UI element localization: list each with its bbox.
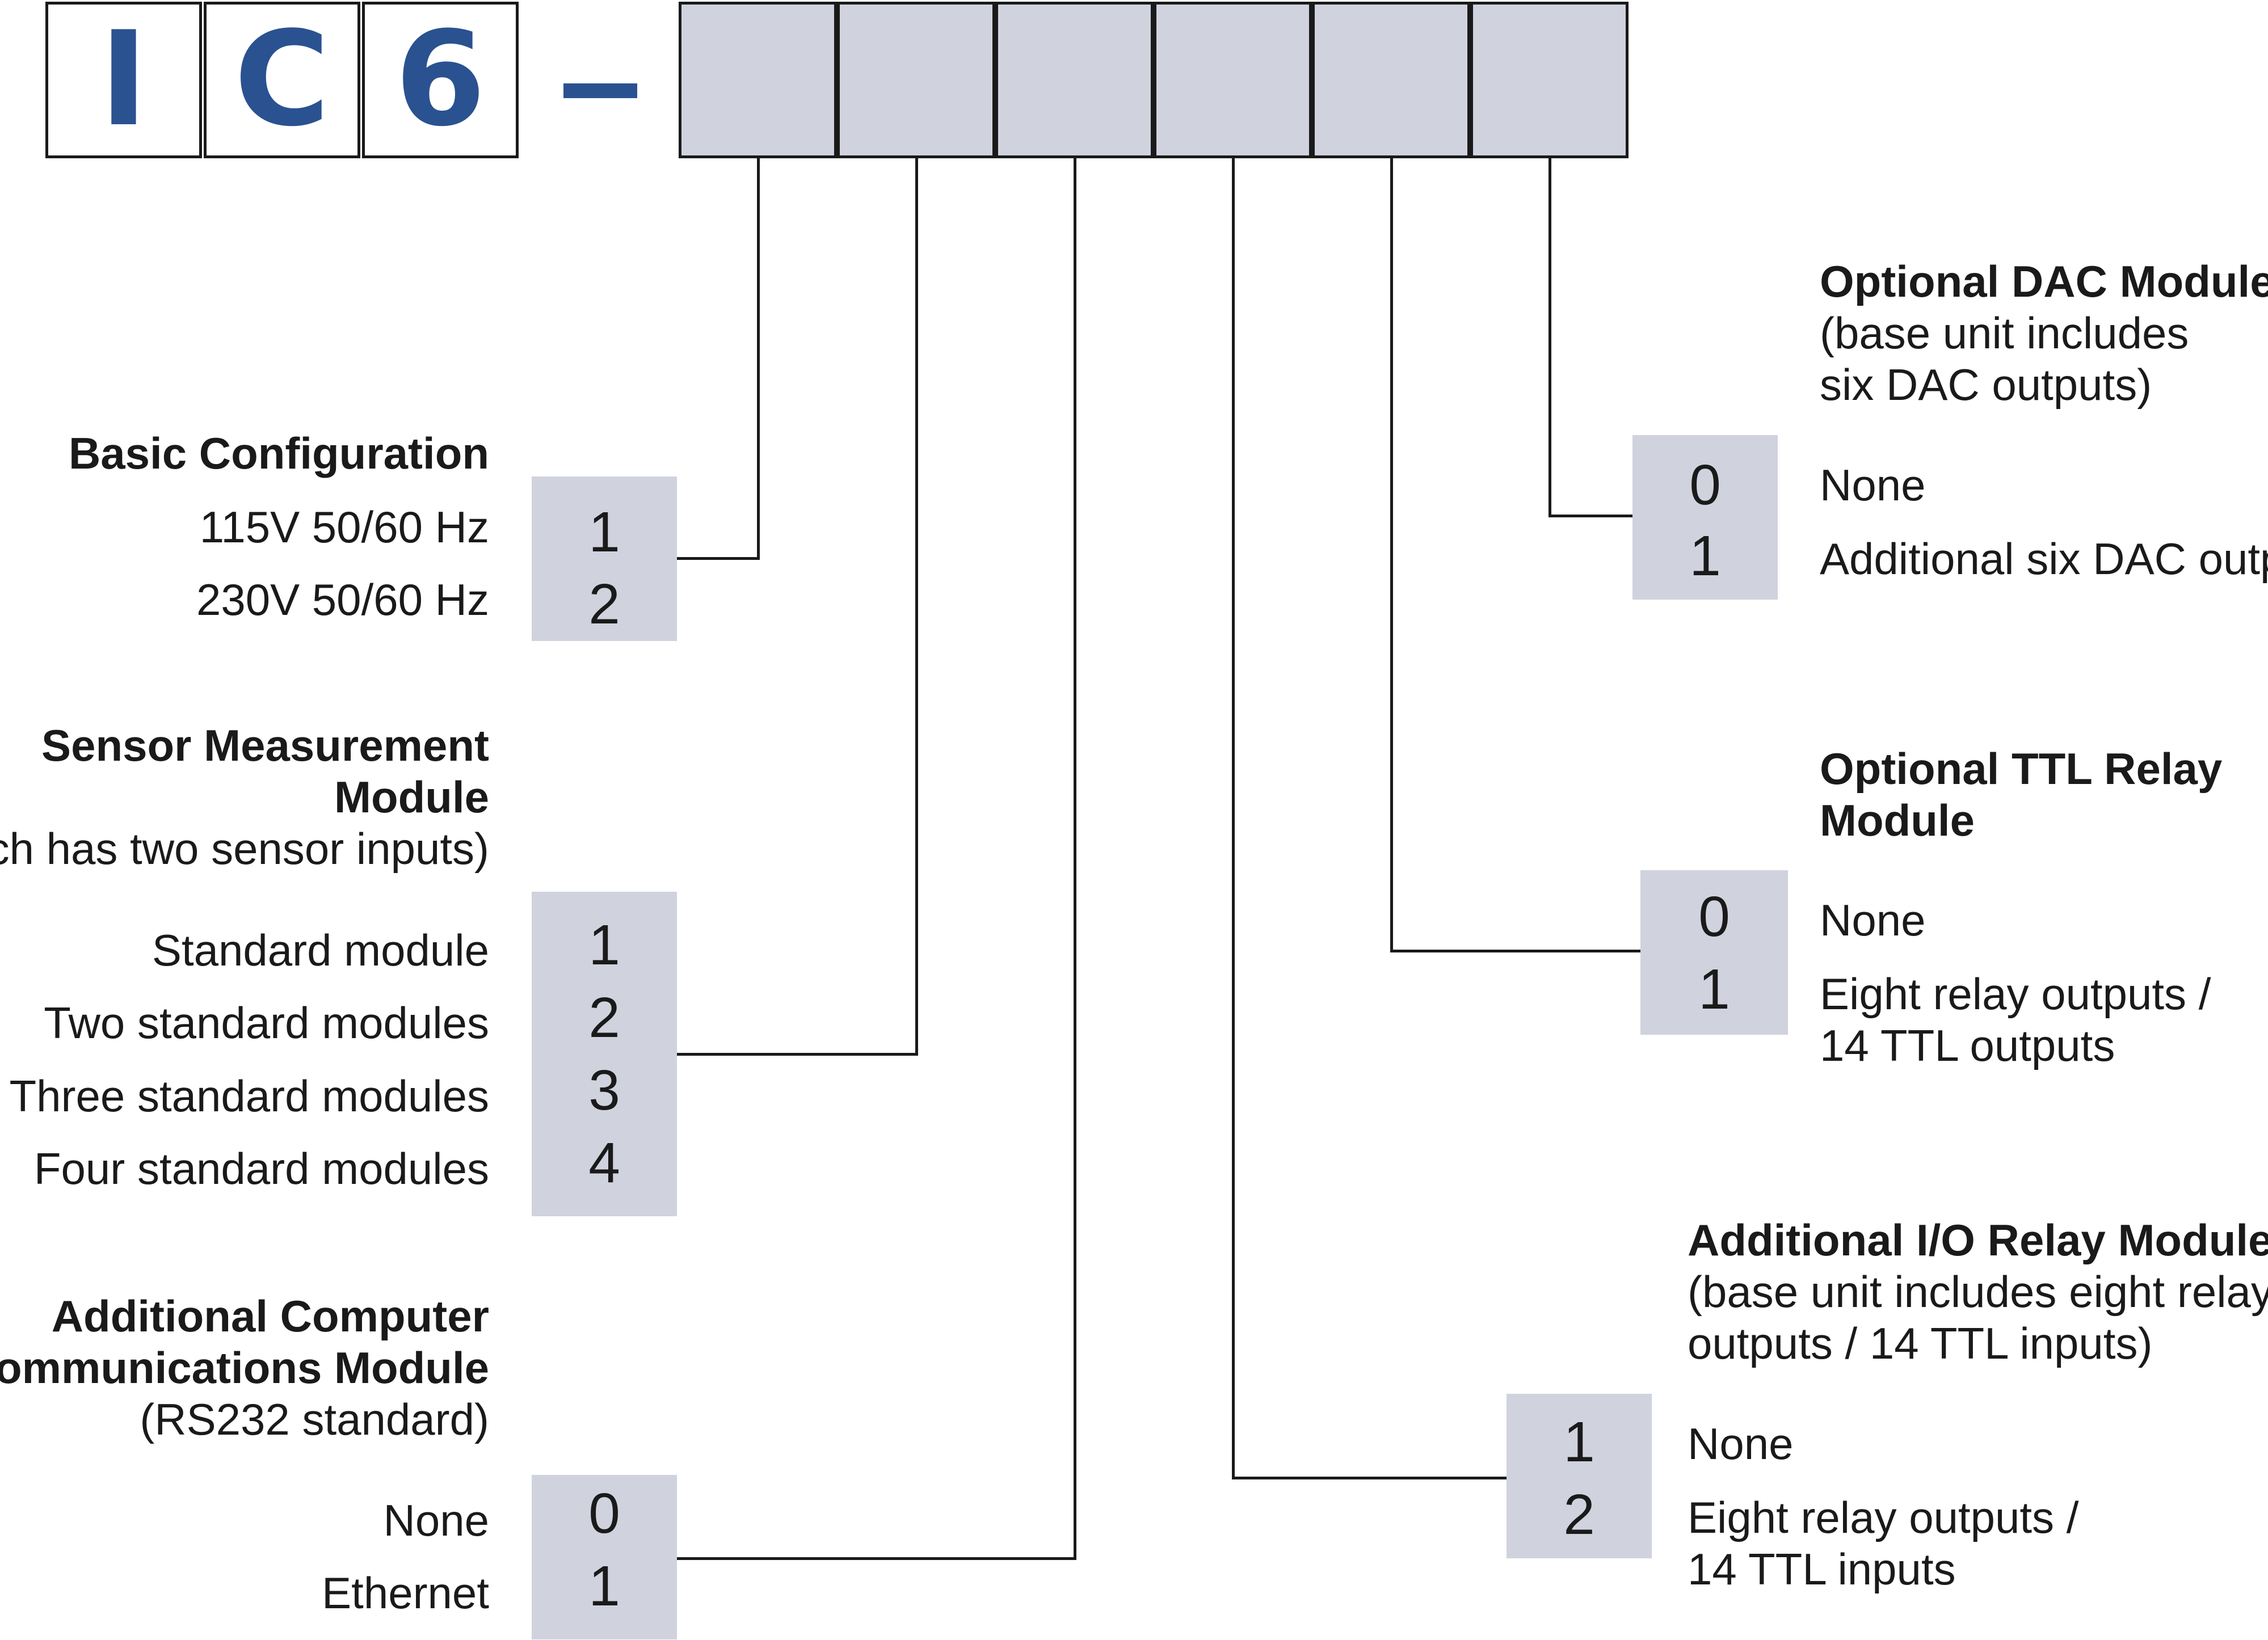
code-slot-io-relay-module bbox=[1154, 2, 1312, 158]
section-title: Communications Module bbox=[0, 1343, 489, 1393]
section-title: Additional Computer bbox=[51, 1291, 489, 1341]
connector-line bbox=[1390, 950, 1640, 952]
connector-line bbox=[1549, 515, 1632, 517]
option-label: Eight relay outputs / bbox=[1820, 969, 2211, 1019]
connector-line bbox=[915, 158, 918, 1056]
connector-line bbox=[677, 1053, 918, 1056]
code-slot-dac-module bbox=[1470, 2, 1629, 158]
section-title: Module bbox=[1820, 795, 1975, 845]
code-slot-basic-configuration bbox=[679, 2, 837, 158]
option-code: 1 bbox=[1563, 1410, 1595, 1474]
option-label: None bbox=[1688, 1419, 1794, 1469]
prefix-box-3: 6 bbox=[362, 2, 519, 158]
option-code: 0 bbox=[1698, 885, 1730, 948]
option-code: 2 bbox=[588, 572, 620, 636]
option-label: 115V 50/60 Hz bbox=[199, 502, 489, 552]
option-label: None bbox=[1820, 460, 1926, 510]
code-box: 0 1 bbox=[1640, 870, 1788, 1035]
connector-line bbox=[757, 158, 760, 560]
code-box: 1 2 bbox=[1507, 1394, 1652, 1558]
section-title: Additional I/O Relay Module bbox=[1688, 1215, 2268, 1265]
prefix-char: C bbox=[234, 4, 330, 155]
section-title: Basic Configuration bbox=[68, 428, 489, 478]
option-label: Ethernet bbox=[322, 1568, 489, 1618]
section-title: Optional TTL Relay bbox=[1820, 744, 2223, 794]
section-title: Module bbox=[334, 772, 489, 822]
option-code: 2 bbox=[588, 986, 620, 1049]
connector-line bbox=[1390, 158, 1393, 952]
code-box: 1 2 3 4 bbox=[532, 892, 677, 1216]
option-label: Standard module bbox=[152, 925, 489, 975]
section-note: outputs / 14 TTL inputs) bbox=[1688, 1318, 2153, 1368]
section-title: Optional DAC Module bbox=[1820, 256, 2268, 306]
option-label: Two standard modules bbox=[44, 998, 489, 1048]
code-box: 0 1 bbox=[1632, 435, 1778, 600]
section-note: six DAC outputs) bbox=[1820, 360, 2152, 410]
section-title: Sensor Measurement bbox=[41, 720, 489, 770]
option-label: 14 TTL outputs bbox=[1820, 1021, 2115, 1070]
code-slot-ttl-relay-module bbox=[1312, 2, 1470, 158]
code-box: 1 2 bbox=[532, 477, 677, 641]
prefix-char: I bbox=[99, 4, 148, 155]
connector-line bbox=[1232, 158, 1235, 1479]
option-label: None bbox=[383, 1495, 489, 1545]
option-code: 1 bbox=[588, 913, 620, 977]
option-code: 1 bbox=[588, 500, 620, 564]
prefix-char: 6 bbox=[394, 4, 486, 155]
option-code: 4 bbox=[588, 1131, 620, 1195]
code-box: 0 1 bbox=[532, 1475, 677, 1639]
option-label: 230V 50/60 Hz bbox=[196, 575, 489, 625]
option-code: 0 bbox=[588, 1482, 620, 1545]
option-label: Four standard modules bbox=[33, 1144, 489, 1194]
prefix-box-1: I bbox=[45, 2, 202, 158]
code-slot-sensor-module bbox=[837, 2, 995, 158]
option-code: 1 bbox=[1698, 958, 1730, 1021]
connector-line bbox=[1074, 158, 1076, 1560]
option-code: 1 bbox=[588, 1554, 620, 1618]
option-label: Eight relay outputs / bbox=[1688, 1493, 2079, 1542]
section-note: (RS232 standard) bbox=[140, 1394, 489, 1444]
prefix-box-2: C bbox=[204, 2, 360, 158]
section-note: (base unit includes eight relay bbox=[1688, 1267, 2268, 1317]
section-note: (each has two sensor inputs) bbox=[0, 824, 489, 874]
connector-line bbox=[1549, 158, 1551, 517]
option-label: 14 TTL inputs bbox=[1688, 1544, 1956, 1594]
separator-dash bbox=[563, 83, 637, 98]
connector-line bbox=[1232, 1477, 1507, 1479]
connector-line bbox=[677, 1557, 1076, 1560]
option-label: None bbox=[1820, 895, 1926, 945]
option-code: 1 bbox=[1689, 524, 1721, 588]
section-note: (base unit includes bbox=[1820, 308, 2189, 358]
code-slot-comms-module bbox=[995, 2, 1154, 158]
connector-line bbox=[677, 557, 760, 560]
option-label: Three standard modules bbox=[9, 1071, 489, 1121]
option-code: 0 bbox=[1689, 453, 1721, 517]
option-label: Additional six DAC outputs bbox=[1820, 534, 2268, 584]
option-code: 3 bbox=[588, 1059, 620, 1122]
option-code: 2 bbox=[1563, 1483, 1595, 1546]
